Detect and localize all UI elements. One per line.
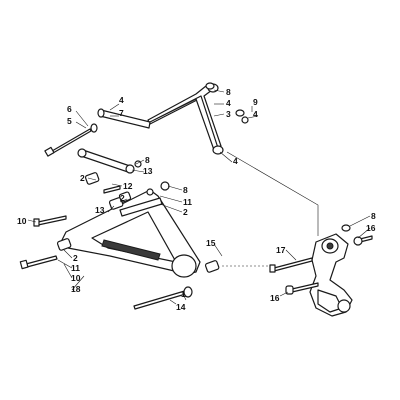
callout-3: 3 — [226, 109, 231, 119]
callout-8: 8 — [226, 87, 231, 97]
callout-7: 7 — [119, 108, 124, 118]
upper-bolt — [44, 123, 98, 157]
callout-8: 8 — [371, 211, 376, 221]
upper-arm-bushing-tube — [97, 108, 151, 129]
callout-11: 11 — [71, 263, 80, 273]
upper-a-arm — [147, 83, 224, 155]
callout-10: 10 — [71, 273, 81, 283]
stabilizer-link — [77, 148, 142, 174]
callout-6: 6 — [67, 104, 72, 114]
callout-8: 8 — [145, 155, 150, 165]
callout-5: 5 — [67, 116, 72, 126]
callout-11: 11 — [183, 197, 192, 207]
callout-2: 2 — [73, 253, 78, 263]
callout-17: 17 — [276, 245, 286, 255]
callout-14: 14 — [176, 302, 186, 312]
spindle-knuckle — [309, 233, 353, 317]
callout-16: 16 — [366, 223, 376, 233]
callout-8: 8 — [183, 185, 188, 195]
assembly-leader-lines — [222, 151, 319, 267]
spindle-bolts — [269, 224, 373, 295]
callout-2: 2 — [183, 207, 188, 217]
callout-4: 4 — [119, 95, 124, 105]
callout-15: 15 — [206, 238, 216, 248]
callout-1: 1 — [181, 289, 186, 299]
callout-13: 13 — [95, 205, 105, 215]
callout-10: 10 — [17, 216, 27, 226]
upper-right-bushings — [205, 82, 249, 124]
lower-arm-bushings — [56, 172, 220, 273]
callout-13: 13 — [143, 166, 153, 176]
callout-12: 12 — [123, 181, 133, 191]
callout-leaders — [27, 89, 371, 305]
callout-16: 16 — [270, 293, 280, 303]
callout-2: 2 — [80, 173, 85, 183]
callout-4: 4 — [233, 156, 238, 166]
callout-9: 9 — [253, 97, 258, 107]
callout-4: 4 — [226, 98, 231, 108]
callout-2: 2 — [120, 193, 125, 203]
callout-labels: 8 4 3 9 4 6 5 4 7 4 8 13 2 12 8 2 11 2 1… — [17, 87, 376, 312]
lower-bolts — [19, 185, 193, 310]
lower-a-arm — [61, 189, 201, 278]
callout-18: 18 — [71, 284, 81, 294]
callout-4: 4 — [253, 109, 258, 119]
